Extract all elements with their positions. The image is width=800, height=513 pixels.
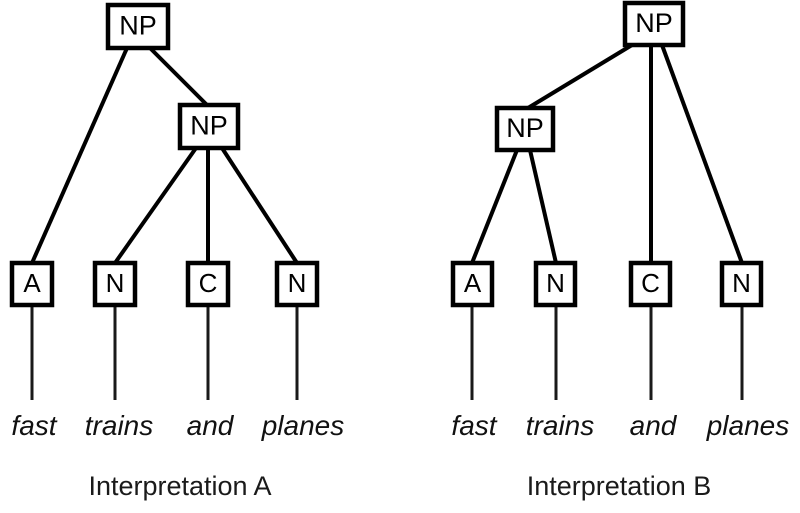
- tree-edge-a-root-np-to-a-sub-np: [148, 46, 209, 107]
- caption-interpretation-a: Interpretation A: [88, 471, 271, 501]
- tree-edge-b-sub-np-to-b-pos-a: [470, 149, 519, 264]
- node-label-b-pos-n1: N: [546, 268, 565, 298]
- tree-edge-a-sub-np-to-a-pos-n2: [220, 146, 299, 265]
- node-label-a-pos-n2: N: [288, 268, 307, 298]
- tree-edge-a-root-np-to-a-pos-a: [30, 47, 129, 264]
- caption-interpretation-b: Interpretation B: [527, 471, 712, 501]
- node-label-a-pos-n1: N: [106, 268, 125, 298]
- node-box-b-pos-n2[interactable]: [719, 260, 764, 308]
- tree-edge-a-sub-np-to-a-pos-n1: [113, 146, 198, 265]
- terminal-word-a-word-planes: planes: [261, 410, 345, 441]
- node-box-b-pos-c[interactable]: [628, 260, 673, 308]
- tree-edge-b-sub-np-to-b-pos-n1: [528, 149, 558, 264]
- terminal-word-a-word-fast: fast: [11, 410, 57, 441]
- node-label-a-pos-c: C: [199, 268, 218, 298]
- node-label-b-pos-c: C: [641, 268, 660, 298]
- node-box-a-pos-c[interactable]: [185, 260, 231, 308]
- node-box-a-pos-a[interactable]: [9, 260, 55, 308]
- node-label-b-pos-a: A: [464, 268, 482, 298]
- tree-edge-b-root-np-to-b-pos-n2: [660, 44, 744, 264]
- terminal-word-b-word-trains: trains: [526, 410, 594, 441]
- node-box-a-pos-n1[interactable]: [92, 260, 138, 308]
- node-box-b-pos-a[interactable]: [450, 260, 495, 308]
- node-box-b-sub-np[interactable]: [494, 105, 556, 153]
- node-box-a-pos-n2[interactable]: [274, 260, 320, 308]
- node-box-a-sub-np[interactable]: [177, 102, 241, 151]
- node-box-b-pos-n1[interactable]: [533, 260, 578, 308]
- terminal-word-b-word-fast: fast: [451, 410, 497, 441]
- node-box-b-root-np[interactable]: [622, 0, 686, 48]
- terminal-word-b-word-planes: planes: [706, 410, 790, 441]
- node-label-b-root-np: NP: [635, 8, 673, 38]
- node-label-a-root-np: NP: [119, 11, 157, 41]
- tree-edge-b-root-np-to-b-sub-np: [526, 43, 634, 110]
- terminal-word-a-word-and: and: [187, 410, 235, 441]
- node-label-b-pos-n2: N: [732, 268, 751, 298]
- terminal-word-a-word-trains: trains: [85, 410, 153, 441]
- terminal-word-b-word-and: and: [630, 410, 678, 441]
- node-label-b-sub-np: NP: [506, 113, 544, 143]
- node-label-a-sub-np: NP: [190, 111, 228, 141]
- node-box-a-root-np[interactable]: [105, 2, 171, 51]
- node-label-a-pos-a: A: [23, 268, 41, 298]
